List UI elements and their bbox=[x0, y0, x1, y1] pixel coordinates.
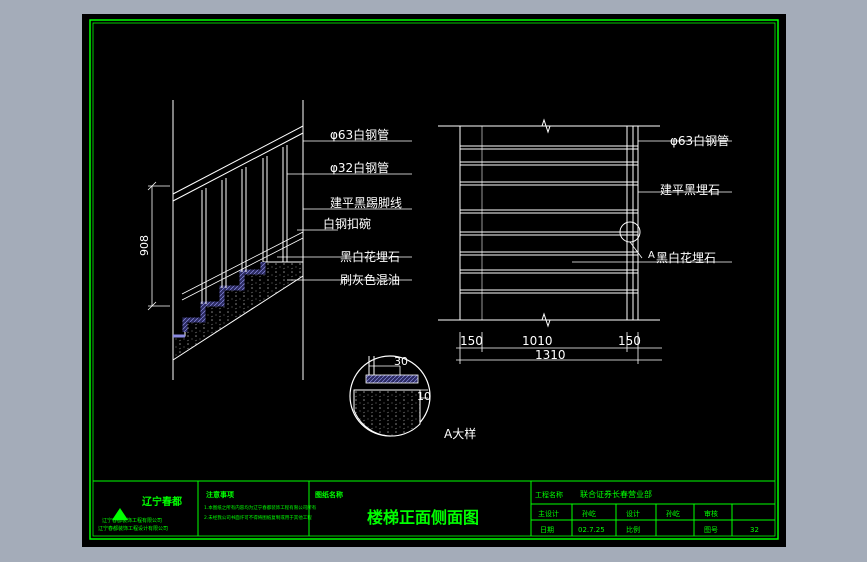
label-skirting: 建平黑踢脚线 bbox=[330, 195, 402, 210]
title-block bbox=[93, 480, 775, 536]
width-dimensions bbox=[456, 332, 662, 364]
project-label: 工程名称 bbox=[535, 490, 563, 499]
label-right-phi63: φ63白钢管 bbox=[670, 133, 729, 148]
label-phi63: φ63白钢管 bbox=[330, 127, 389, 142]
designer-label: 设计 bbox=[626, 509, 640, 518]
stone-finish bbox=[182, 262, 266, 332]
detail-a bbox=[349, 355, 431, 437]
company-line-2: 辽宁春都装饰工程设计有限公司 bbox=[98, 525, 168, 532]
review-label: 审核 bbox=[704, 509, 718, 518]
dim-right-150: 150 bbox=[618, 334, 641, 348]
left-leaders bbox=[277, 140, 412, 281]
detail-title: A大样 bbox=[444, 426, 476, 441]
notes-line-2: 2.未经我公司书面许可不得将图纸复制或用于其他工程 bbox=[204, 514, 312, 521]
left-callouts: φ63白钢管 φ32白钢管 建平黑踢脚线 白钢扣碗 黑白花埋石 刷灰色混油 bbox=[323, 127, 402, 287]
notes-line-1: 1.本图纸之所有内容均为辽宁春都装饰工程有限公司所有 bbox=[204, 504, 317, 511]
sheet-label: 图号 bbox=[704, 526, 718, 534]
dim-1010: 1010 bbox=[522, 334, 553, 348]
right-callouts: φ63白钢管 建平黑埋石 A 黑白花埋石 bbox=[648, 133, 729, 265]
dim-total-1310: 1310 bbox=[535, 348, 566, 362]
height-dim-text: 908 bbox=[138, 235, 151, 256]
handrail-upper bbox=[172, 125, 304, 195]
label-phi32: φ32白钢管 bbox=[330, 160, 389, 175]
company-logo-icon bbox=[112, 508, 128, 520]
project-value: 联合证券长春营业部 bbox=[580, 489, 652, 499]
dim-left-150: 150 bbox=[460, 334, 483, 348]
detail-dim-10: 10 bbox=[417, 390, 431, 403]
date-value: 02.7.25 bbox=[578, 526, 605, 534]
company-line-1: 辽宁春都装饰工程有限公司 bbox=[102, 517, 162, 524]
handrail-lower bbox=[172, 132, 304, 202]
label-right-black-stone: 建平黑埋石 bbox=[660, 183, 720, 197]
left-elevation: 908 φ63白钢管 φ32白钢管 建平黑踢脚线 白钢扣碗 黑白花埋石 刷灰色混… bbox=[138, 100, 412, 380]
cad-drawing: 908 φ63白钢管 φ32白钢管 建平黑踢脚线 白钢扣碗 黑白花埋石 刷灰色混… bbox=[89, 19, 779, 540]
sheet-value: 32 bbox=[750, 526, 759, 534]
detail-dim-30: 30 bbox=[394, 355, 408, 368]
right-elevation bbox=[438, 118, 732, 328]
designer-value: 孙屹 bbox=[666, 509, 680, 518]
outer-frame bbox=[89, 19, 779, 540]
date-label: 日期 bbox=[540, 526, 554, 534]
drawing-name-label: 图纸名称 bbox=[315, 490, 343, 499]
label-bracket: 白钢扣碗 bbox=[323, 216, 371, 231]
design-lead-label: 主设计 bbox=[538, 509, 559, 518]
section-mark-a: A bbox=[648, 250, 655, 261]
label-paint: 刷灰色混油 bbox=[340, 273, 400, 287]
stair-section bbox=[172, 261, 304, 361]
inner-frame bbox=[92, 22, 776, 537]
label-right-marble: 黑白花埋石 bbox=[656, 250, 716, 265]
balusters bbox=[201, 145, 288, 304]
drawing-sheet: 908 φ63白钢管 φ32白钢管 建平黑踢脚线 白钢扣碗 黑白花埋石 刷灰色混… bbox=[82, 14, 786, 547]
scale-label: 比例 bbox=[626, 525, 640, 534]
height-dimension bbox=[147, 181, 170, 311]
company-name: 辽宁春都 bbox=[142, 495, 182, 508]
drawing-title: 楼梯正面侧面图 bbox=[367, 508, 479, 527]
notes-title: 注意事项 bbox=[206, 490, 234, 499]
design-lead-value: 孙屹 bbox=[582, 509, 596, 518]
label-marble: 黑白花埋石 bbox=[340, 249, 400, 264]
